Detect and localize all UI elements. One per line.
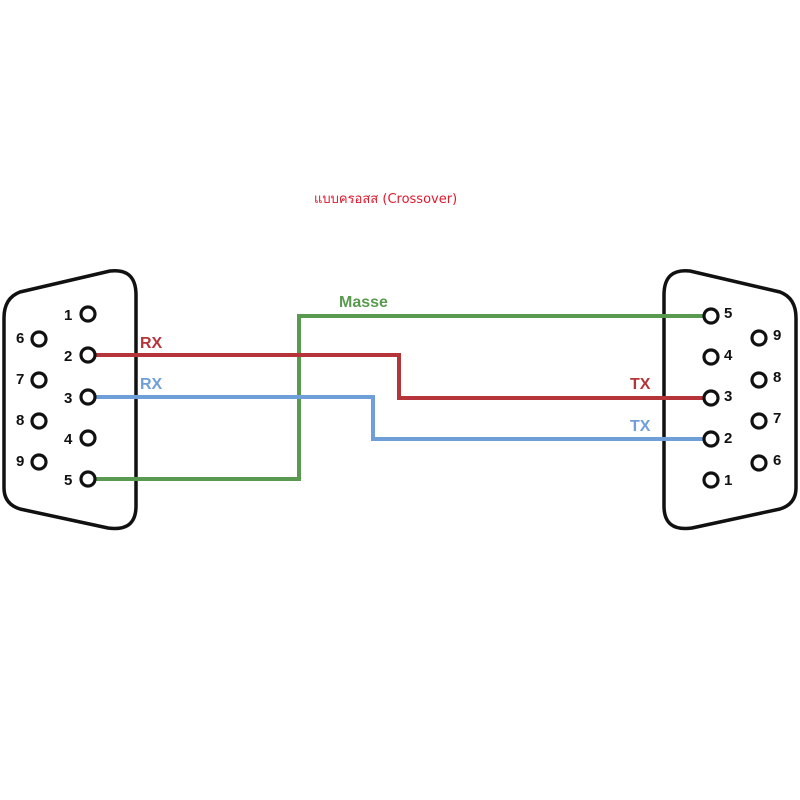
- right-pin-7: [750, 412, 768, 430]
- left-pin-6: [30, 330, 48, 348]
- left-pin-8-label: 8: [16, 412, 24, 429]
- right-pin-7-label: 7: [773, 410, 781, 427]
- right-pin-5: [702, 307, 720, 325]
- left-pin-7: [30, 371, 48, 389]
- left-pin-6-label: 6: [16, 330, 24, 347]
- right-pin-4: [702, 348, 720, 366]
- right-pin-9-label: 9: [773, 327, 781, 344]
- right-pin-2: [702, 430, 720, 448]
- left-rx-label-red: RX: [140, 335, 163, 352]
- left-pin-4: [79, 429, 97, 447]
- left-pin-2: [79, 346, 97, 364]
- right-pin-2-label: 2: [724, 430, 732, 447]
- right-pin-8-label: 8: [773, 369, 781, 386]
- left-pin-5-label: 5: [64, 472, 72, 489]
- left-pin-3: [79, 388, 97, 406]
- left-pin-7-label: 7: [16, 371, 24, 388]
- left-pin-9: [30, 453, 48, 471]
- diagram-title: แบบครอสส (Crossover): [314, 192, 457, 207]
- right-pin-3: [702, 389, 720, 407]
- left-rx-label-blue: RX: [140, 376, 163, 393]
- blue-wire: [88, 395, 709, 441]
- left-pin-8: [30, 412, 48, 430]
- left-pin-3-label: 3: [64, 390, 72, 407]
- right-tx-label-blue: TX: [630, 418, 651, 435]
- right-tx-label-red: TX: [630, 376, 651, 393]
- left-pin-1: [79, 305, 97, 323]
- right-pin-6: [750, 454, 768, 472]
- left-pin-1-label: 1: [64, 307, 72, 324]
- left-pin-4-label: 4: [64, 431, 73, 448]
- right-pin-6-label: 6: [773, 452, 781, 469]
- right-pin-1: [702, 471, 720, 489]
- right-pin-5-label: 5: [724, 305, 732, 322]
- right-pin-9: [750, 329, 768, 347]
- red-wire: [88, 353, 709, 400]
- right-pin-4-label: 4: [724, 347, 733, 364]
- left-pin-5: [79, 470, 97, 488]
- right-pin-8: [750, 371, 768, 389]
- masse-label: Masse: [339, 294, 388, 311]
- left-pin-2-label: 2: [64, 348, 72, 365]
- left-pins: [30, 305, 97, 488]
- right-pin-1-label: 1: [724, 472, 732, 489]
- right-pin-3-label: 3: [724, 388, 732, 405]
- right-pins: [702, 307, 768, 489]
- left-pin-9-label: 9: [16, 453, 24, 470]
